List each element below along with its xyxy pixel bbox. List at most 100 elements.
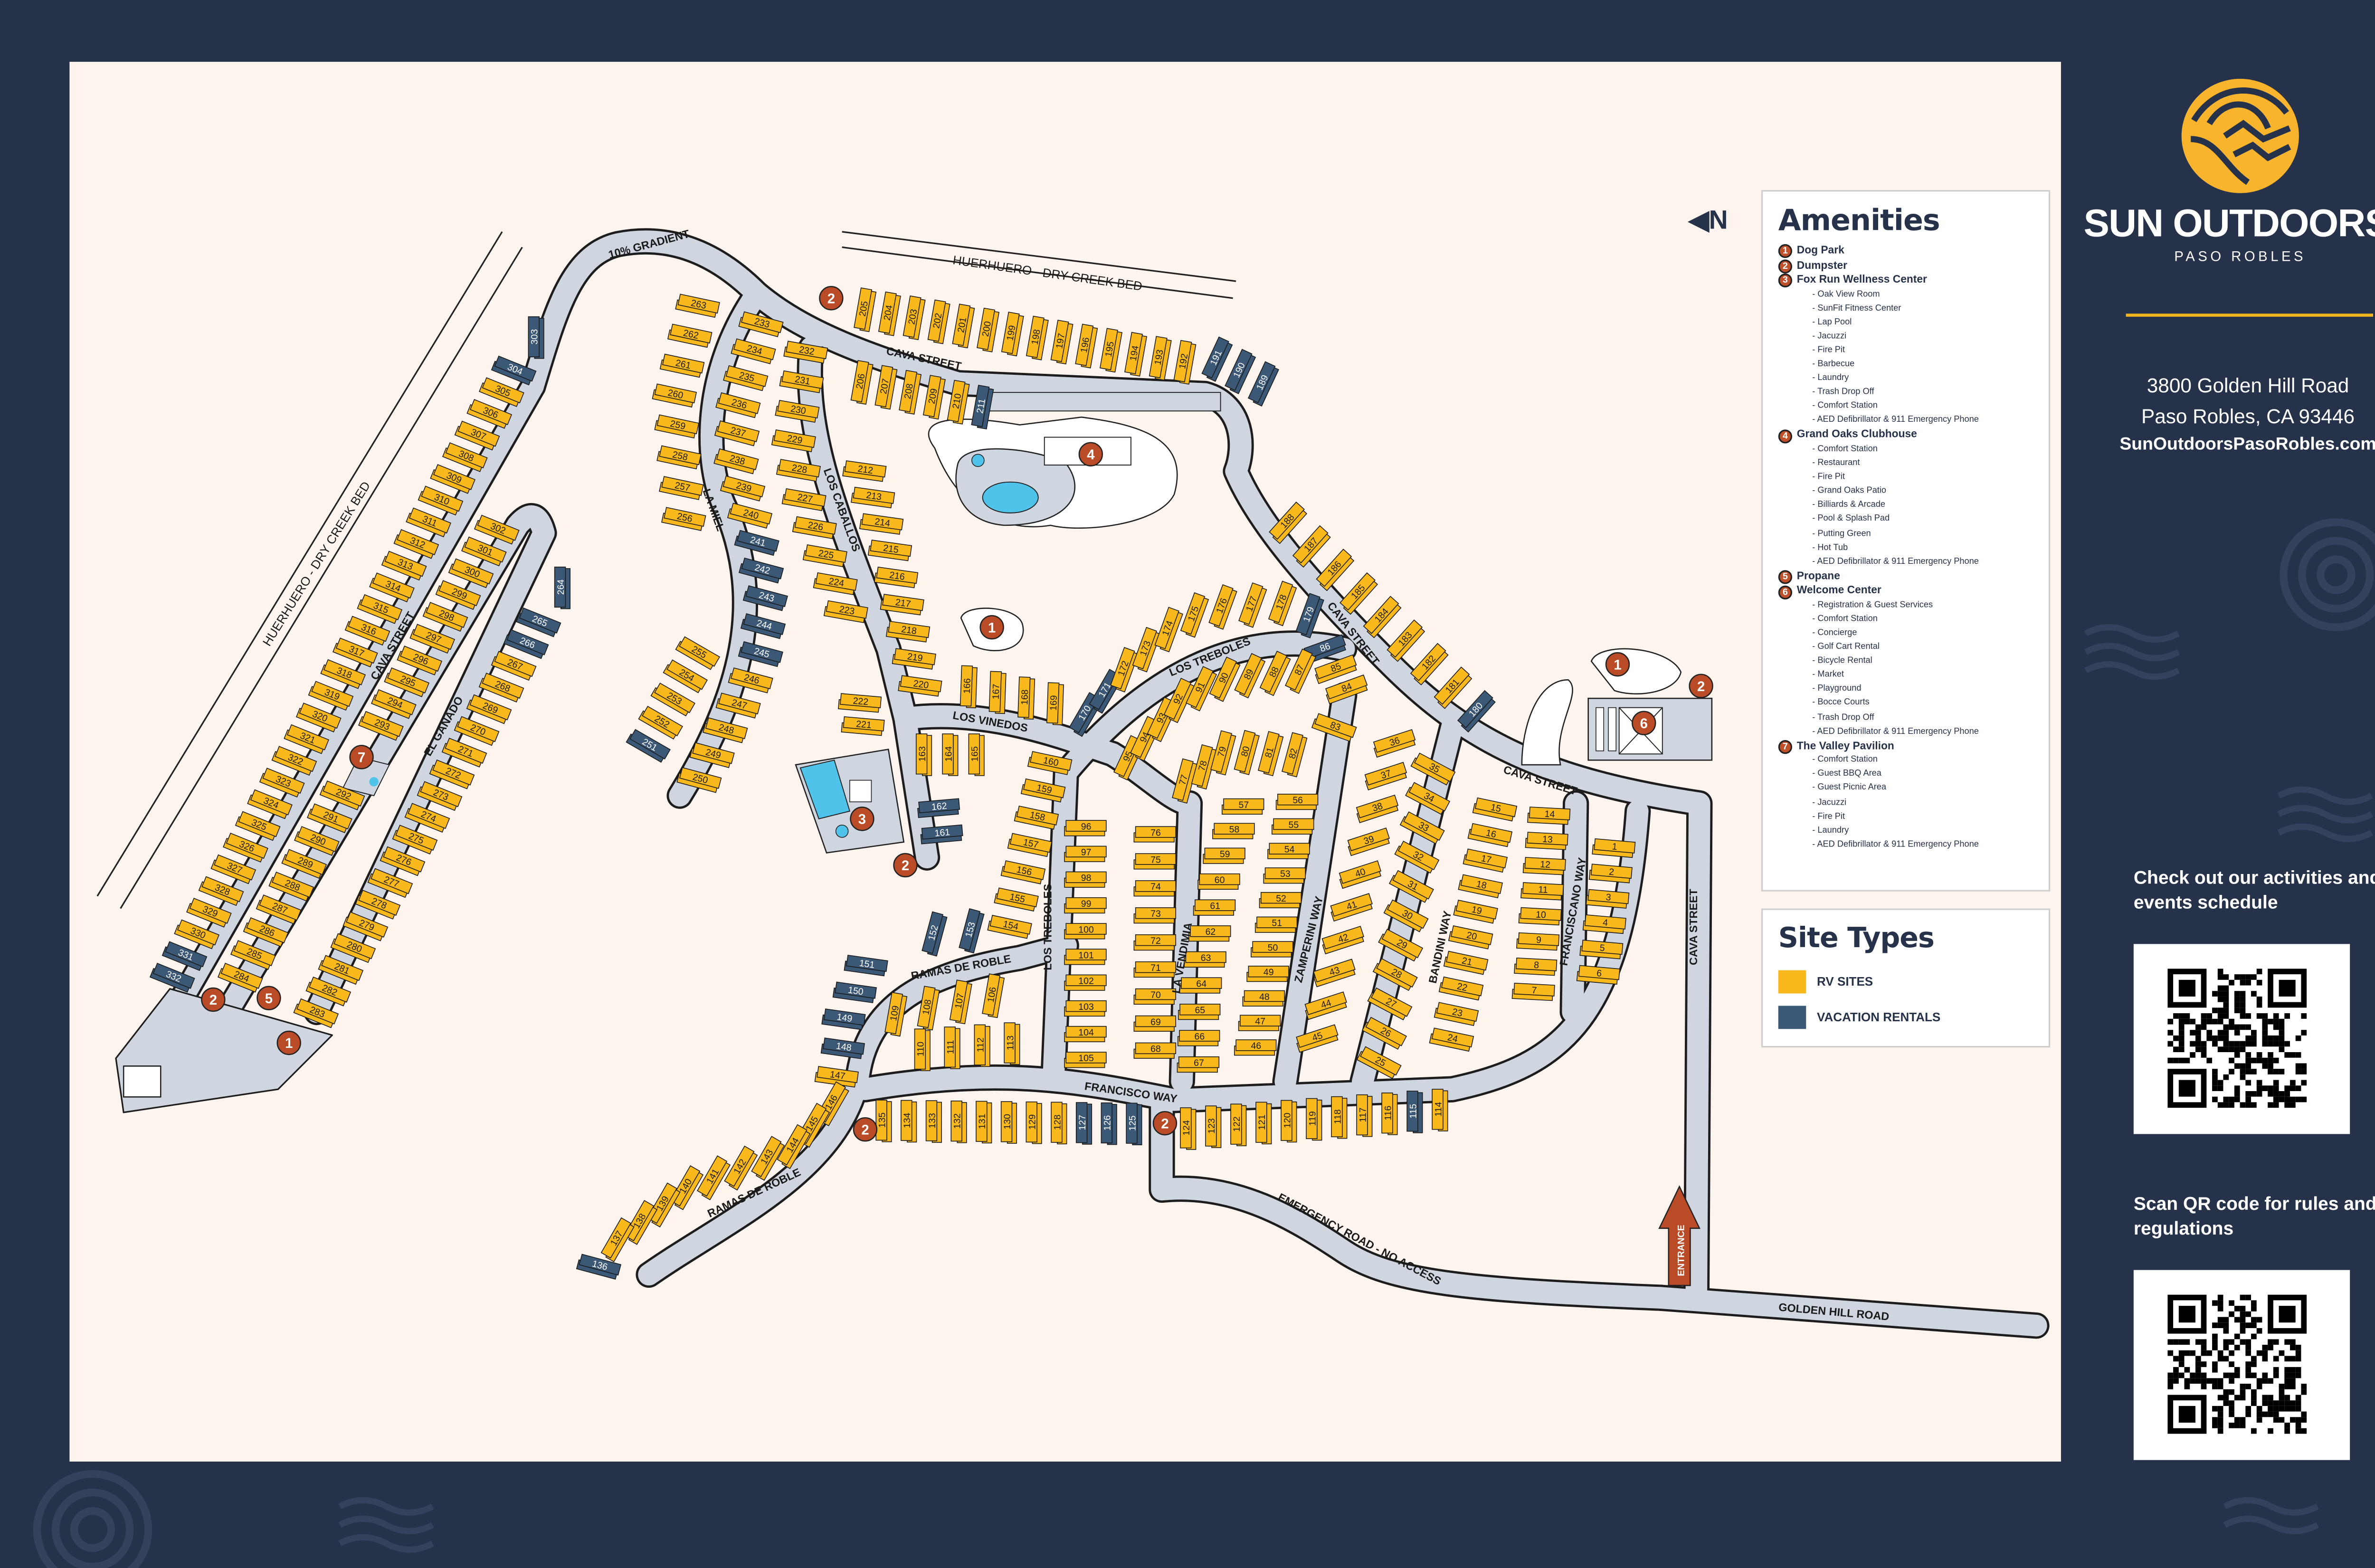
site-rv[interactable]: 210 <box>947 380 970 425</box>
site-rv[interactable]: 69 <box>1133 1015 1177 1032</box>
site-rv[interactable]: 206 <box>850 360 874 405</box>
site-rv[interactable]: 328 <box>198 876 244 906</box>
site-rv[interactable]: 182 <box>1410 643 1449 685</box>
site-rv[interactable]: 147 <box>814 1066 859 1088</box>
site-rv[interactable]: 54 <box>1267 843 1310 859</box>
site-rv[interactable]: 239 <box>720 475 766 502</box>
site-rv[interactable]: 329 <box>186 897 232 928</box>
site-rv[interactable]: 44 <box>1303 991 1348 1020</box>
site-rv[interactable]: 213 <box>851 486 895 509</box>
site-vacation-rental[interactable]: 125 <box>1126 1102 1142 1145</box>
site-rv[interactable]: 48 <box>1242 990 1285 1007</box>
site-rv[interactable]: 41 <box>1329 893 1374 922</box>
site-rv[interactable]: 103 <box>1064 1000 1107 1017</box>
site-vacation-rental[interactable]: 162 <box>917 798 960 818</box>
site-rv[interactable]: 258 <box>656 445 702 470</box>
site-rv[interactable]: 187 <box>1292 525 1331 568</box>
site-rv[interactable]: 110 <box>914 1028 931 1071</box>
amenity-marker-6[interactable]: 6 <box>1632 711 1656 735</box>
site-rv[interactable]: 68 <box>1133 1042 1177 1059</box>
site-rv[interactable]: 229 <box>771 429 816 453</box>
site-rv[interactable]: 102 <box>1064 974 1107 991</box>
site-rv[interactable]: 32 <box>1394 840 1440 874</box>
site-rv[interactable]: 178 <box>1268 580 1297 627</box>
site-rv[interactable]: 45 <box>1295 1024 1340 1053</box>
site-rv[interactable]: 100 <box>1064 923 1107 940</box>
site-rv[interactable]: 35 <box>1410 752 1456 786</box>
site-vacation-rental[interactable]: 189 <box>1247 361 1280 407</box>
site-rv[interactable]: 246 <box>728 667 773 694</box>
site-rv[interactable]: 228 <box>776 459 821 482</box>
site-rv[interactable]: 250 <box>676 767 722 793</box>
site-rv[interactable]: 259 <box>654 414 699 439</box>
site-rv[interactable]: 156 <box>1000 860 1046 884</box>
site-rv[interactable]: 21 <box>1443 950 1489 975</box>
site-rv[interactable]: 4 <box>1582 914 1626 934</box>
site-rv[interactable]: 128 <box>1051 1102 1067 1145</box>
site-rv[interactable]: 34 <box>1405 782 1451 815</box>
site-rv[interactable]: 39 <box>1346 827 1391 856</box>
site-rv[interactable]: 6 <box>1576 965 1620 985</box>
site-rv[interactable]: 223 <box>823 600 868 623</box>
site-rv[interactable]: 14 <box>1527 807 1571 825</box>
site-rv[interactable]: 308 <box>442 442 488 472</box>
site-rv[interactable]: 96 <box>1064 820 1107 836</box>
site-rv[interactable]: 28 <box>1372 958 1418 991</box>
site-rv[interactable]: 235 <box>723 365 769 391</box>
site-rv[interactable]: 215 <box>867 539 912 561</box>
site-rv[interactable]: 165 <box>968 733 985 776</box>
site-rv[interactable]: 202 <box>927 299 950 344</box>
site-rv[interactable]: 70 <box>1133 988 1177 1005</box>
site-rv[interactable]: 279 <box>342 911 389 941</box>
site-rv[interactable]: 163 <box>915 733 932 776</box>
site-rv[interactable]: 47 <box>1238 1015 1281 1031</box>
site-rv[interactable]: 65 <box>1178 1004 1221 1020</box>
site-rv[interactable]: 203 <box>902 295 926 341</box>
site-rv[interactable]: 137 <box>600 1217 635 1263</box>
site-rv[interactable]: 220 <box>898 675 942 697</box>
site-rv[interactable]: 324 <box>247 789 293 819</box>
site-vacation-rental[interactable]: 303 <box>528 316 544 359</box>
site-rv[interactable]: 118 <box>1331 1096 1348 1139</box>
amenity-marker-3[interactable]: 3 <box>850 807 874 831</box>
site-vacation-rental[interactable]: 161 <box>920 824 963 845</box>
site-vacation-rental[interactable]: 180 <box>1457 690 1496 733</box>
site-rv[interactable]: 169 <box>1046 682 1064 725</box>
site-rv[interactable]: 201 <box>952 304 975 349</box>
site-rv[interactable]: 173 <box>1132 627 1161 673</box>
site-rv[interactable]: 216 <box>874 566 919 589</box>
site-rv[interactable]: 316 <box>344 616 390 646</box>
site-rv[interactable]: 112 <box>974 1024 990 1067</box>
site-rv[interactable]: 167 <box>988 671 1007 714</box>
site-rv[interactable]: 290 <box>294 826 340 856</box>
site-rv[interactable]: 24 <box>1429 1027 1474 1052</box>
site-rv[interactable]: 267 <box>491 651 537 681</box>
site-rv[interactable]: 269 <box>466 694 512 724</box>
site-rv[interactable]: 194 <box>1124 332 1148 377</box>
site-vacation-rental[interactable]: 241 <box>734 530 779 556</box>
site-rv[interactable]: 130 <box>1000 1101 1017 1144</box>
site-rv[interactable]: 299 <box>435 580 481 610</box>
site-rv[interactable]: 18 <box>1458 874 1503 899</box>
site-rv[interactable]: 256 <box>661 507 706 531</box>
site-rv[interactable]: 322 <box>271 746 317 776</box>
site-rv[interactable]: 192 <box>1173 340 1197 385</box>
site-rv[interactable]: 270 <box>454 716 500 746</box>
site-vacation-rental[interactable]: 148 <box>820 1037 865 1059</box>
site-rv[interactable]: 57 <box>1221 798 1264 815</box>
site-rv[interactable]: 53 <box>1263 867 1306 884</box>
site-rv[interactable]: 99 <box>1064 897 1107 914</box>
site-rv[interactable]: 168 <box>1017 676 1036 720</box>
site-rv[interactable]: 1 <box>1592 838 1636 858</box>
site-rv[interactable]: 295 <box>384 667 430 697</box>
site-rv[interactable]: 10 <box>1518 907 1562 926</box>
site-rv[interactable]: 159 <box>1020 778 1066 803</box>
site-rv[interactable]: 263 <box>675 294 720 318</box>
site-rv[interactable]: 135 <box>875 1100 892 1142</box>
site-rv[interactable]: 121 <box>1255 1102 1272 1145</box>
site-rv[interactable]: 155 <box>994 887 1039 912</box>
site-rv[interactable]: 73 <box>1133 907 1177 924</box>
site-rv[interactable]: 166 <box>960 665 978 709</box>
site-rv[interactable]: 105 <box>1064 1052 1107 1068</box>
site-rv[interactable]: 327 <box>210 854 256 884</box>
